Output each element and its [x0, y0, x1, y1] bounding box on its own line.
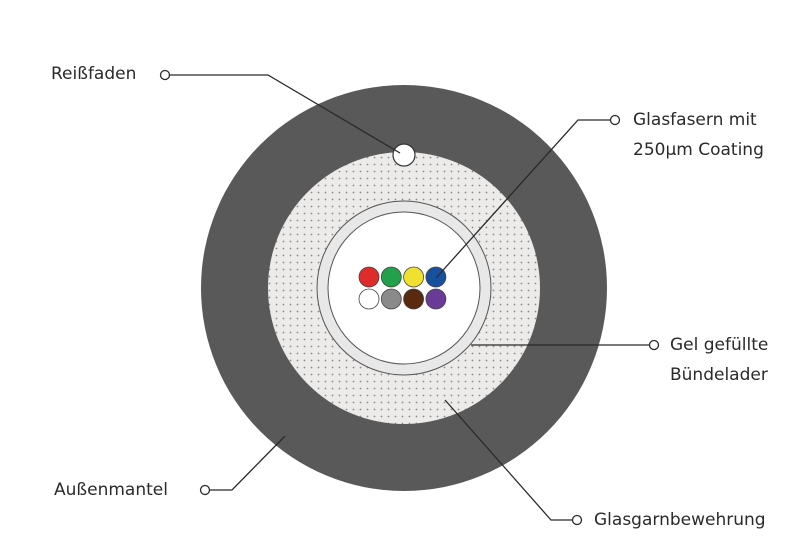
fiber — [358, 288, 380, 310]
fiber — [358, 266, 380, 288]
label-armor: Glasgarnbewehrung — [594, 510, 766, 530]
label-ripcord: Reißfaden — [51, 64, 137, 84]
label-fibers-line1: Glasfasern mit — [633, 110, 757, 130]
leader-ripcord — [170, 74, 401, 154]
label-tube-line1: Gel gefüllte — [670, 335, 769, 355]
leader-armor — [444, 399, 573, 521]
leader-lines — [159, 69, 660, 526]
label-jacket: Außenmantel — [54, 480, 168, 500]
leader-fibers — [435, 119, 611, 279]
fiber — [380, 288, 402, 310]
fibers — [358, 266, 447, 310]
loose-tube-gel — [327, 211, 481, 365]
ripcord — [392, 143, 416, 167]
fiber — [403, 288, 425, 310]
label-tube-line2: Bündelader — [670, 365, 768, 385]
fiber — [380, 266, 402, 288]
leader-jacket — [210, 435, 286, 491]
label-fibers-line2: 250µm Coating — [633, 140, 764, 160]
fiber — [425, 288, 447, 310]
fiber — [403, 266, 425, 288]
